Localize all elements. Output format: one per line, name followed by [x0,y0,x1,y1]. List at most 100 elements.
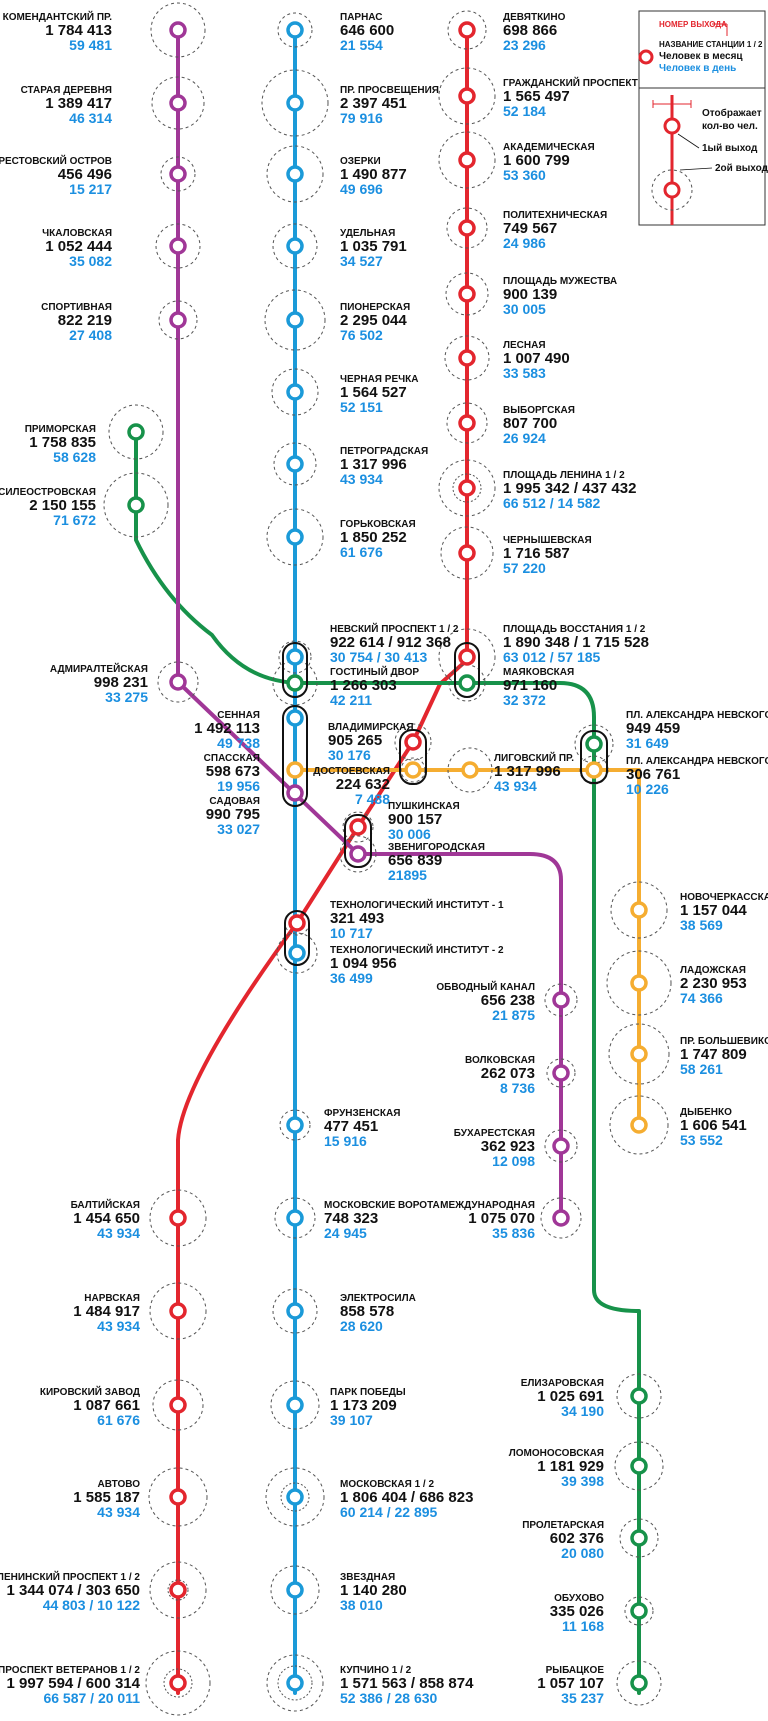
station-marker-primorskaya[interactable] [127,423,145,441]
station-marker-tekhnolog-1[interactable] [288,914,306,932]
station-marker-elektrosila[interactable] [286,1302,304,1320]
station-marker-admiralteyskaya[interactable] [169,673,187,691]
station-marker-ligovsky[interactable] [461,761,479,779]
station-marker-kirovsky[interactable] [169,1396,187,1414]
station-marker-vyborgskaya[interactable] [458,414,476,432]
station-marker-vladimirskaya[interactable] [404,733,422,751]
station-marker-nevsky[interactable] [286,648,304,666]
station-name-narvskaya: НАРВСКАЯ [84,1293,140,1304]
station-name-petrogradskaya: ПЕТРОГРАДСКАЯ [340,446,428,457]
station-marker-muzhestva[interactable] [458,285,476,303]
station-marker-avtovo[interactable] [169,1488,187,1506]
station-day-nevskogo-1: 31 649 [626,735,669,751]
station-marker-leninsky[interactable] [169,1581,187,1599]
station-name-komendantsky: КОМЕНДАНТСКИЙ ПР. [3,10,113,23]
station-marker-krestovsky[interactable] [169,165,187,183]
station-month-sadovaya: 990 795 [206,806,260,823]
station-marker-sadovaya[interactable] [286,784,304,802]
station-marker-vasileostrovskaya[interactable] [127,496,145,514]
station-marker-moskovskaya[interactable] [286,1488,304,1506]
station-marker-dybenko[interactable] [630,1116,648,1134]
station-month-frunzenskaya: 477 451 [324,1118,378,1135]
station-day-tekhnolog-2: 36 499 [330,970,373,986]
station-marker-lesnaya[interactable] [458,349,476,367]
station-marker-park-pobedy[interactable] [286,1396,304,1414]
station-marker-frunzenskaya[interactable] [286,1116,304,1134]
station-marker-rybatskoe[interactable] [630,1674,648,1692]
station-marker-pionerskaya[interactable] [286,311,304,329]
station-marker-zvezdnaya[interactable] [286,1581,304,1599]
station-marker-chkalovskaya[interactable] [169,237,187,255]
station-day-mezhdunarodnaya: 35 836 [492,1225,535,1241]
legend-exit2-pointer [679,167,713,171]
station-marker-gorkovskaya[interactable] [286,528,304,546]
station-name-staraya-derevnya: СТАРАЯ ДЕРЕВНЯ [21,85,112,96]
station-marker-udelnaya[interactable] [286,237,304,255]
halo-obvodny [544,983,578,1017]
station-month-chernaya-rechka: 1 564 527 [340,384,407,401]
station-marker-politekhnicheskaya[interactable] [458,219,476,237]
station-name-nevsky: НЕВСКИЙ ПРОСПЕКТ 1 / 2 [330,622,459,635]
station-marker-mezhdunarodnaya[interactable] [552,1209,570,1227]
halo-kupchino [266,1654,324,1712]
station-marker-narvskaya[interactable] [169,1302,187,1320]
station-marker-komendantsky[interactable] [169,21,187,39]
station-name-spasskaya: СПАССКАЯ [204,753,260,764]
station-month-ladozhskaya: 2 230 953 [680,975,747,992]
station-marker-devyatkino[interactable] [458,21,476,39]
station-marker-staraya-derevnya[interactable] [169,94,187,112]
station-marker-mayakovskaya[interactable] [458,674,476,692]
halo-novocherkasskaya [610,881,668,939]
station-marker-tekhnolog-2[interactable] [288,944,306,962]
station-marker-volkovskaya[interactable] [552,1064,570,1082]
station-marker-lomonosovskaya[interactable] [630,1457,648,1475]
station-marker-lenina[interactable] [458,479,476,497]
station-marker-parnas[interactable] [286,21,304,39]
station-marker-ozerki[interactable] [286,165,304,183]
station-marker-vosstaniya[interactable] [458,648,476,666]
station-marker-bukharestskaya[interactable] [552,1137,570,1155]
station-day-avtovo: 43 934 [97,1504,140,1520]
station-month-kupchino: 1 571 563 / 858 874 [340,1675,474,1692]
halo-bolshevikov [608,1023,670,1085]
station-marker-baltiyskaya[interactable] [169,1209,187,1227]
station-marker-bolshevikov[interactable] [630,1045,648,1063]
station-marker-prosvescheniya[interactable] [286,94,304,112]
station-marker-grazhdansky[interactable] [458,87,476,105]
metro-line-4 [293,768,641,1130]
station-name-obukhovo: ОБУХОВО [554,1593,604,1604]
legend-per-day: Человек в день [659,63,736,74]
station-marker-petrogradskaya[interactable] [286,455,304,473]
station-marker-moskovskie-vorota[interactable] [286,1209,304,1227]
station-marker-veteranov[interactable] [169,1674,187,1692]
halo-exit2-kupchino [277,1665,313,1701]
station-marker-ladozhskaya[interactable] [630,974,648,992]
halo-tekhnolog-2 [276,932,318,974]
station-marker-novocherkasskaya[interactable] [630,901,648,919]
station-marker-chernaya-rechka[interactable] [286,383,304,401]
station-day-ladozhskaya: 74 366 [680,990,723,1006]
station-marker-obvodny[interactable] [552,991,570,1009]
station-month-zvezdnaya: 1 140 280 [340,1582,407,1599]
legend-frame [638,10,766,226]
station-marker-sportivnaya[interactable] [169,311,187,329]
station-marker-obukhovo[interactable] [630,1602,648,1620]
station-marker-sennaya[interactable] [286,709,304,727]
station-marker-elizarovskaya[interactable] [630,1387,648,1405]
station-marker-kupchino[interactable] [286,1674,304,1692]
station-marker-proletarskaya[interactable] [630,1529,648,1547]
station-month-admiralteyskaya: 998 231 [94,674,148,691]
station-marker-nevskogo-1[interactable] [585,735,603,753]
station-marker-chernyshevskaya[interactable] [458,544,476,562]
station-marker-dostoevskaya[interactable] [404,761,422,779]
station-name-novocherkasskaya: НОВОЧЕРКАССКАЯ [680,892,768,903]
halo-nevskogo-1 [574,724,614,764]
station-marker-spasskaya[interactable] [286,761,304,779]
station-marker-pushkinskaya[interactable] [349,818,367,836]
station-marker-nevskogo-2[interactable] [585,761,603,779]
station-marker-zvenigorodskaya[interactable] [349,845,367,863]
halo-baltiyskaya [149,1189,207,1247]
station-marker-akademicheskaya[interactable] [458,151,476,169]
station-marker-gostiny[interactable] [286,674,304,692]
station-name-elizarovskaya: ЕЛИЗАРОВСКАЯ [521,1378,604,1389]
